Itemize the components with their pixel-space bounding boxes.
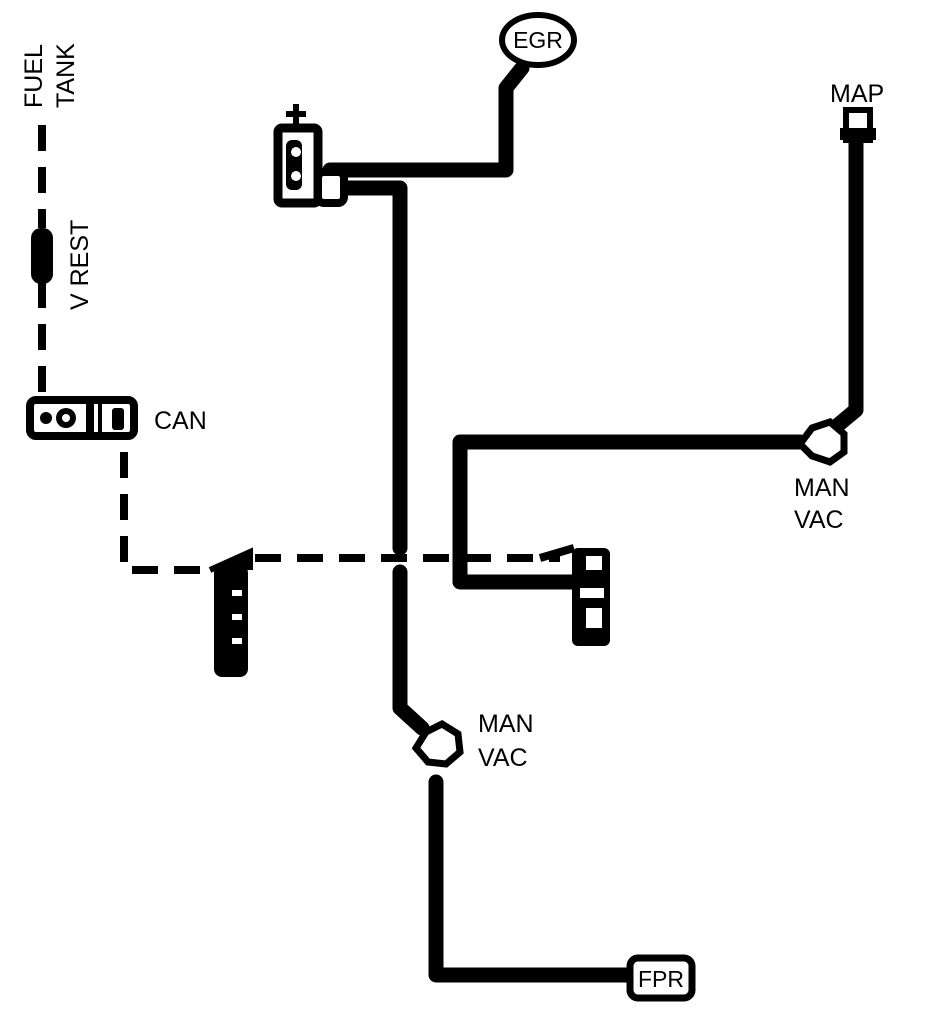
manifold-vacuum-port-lower — [411, 719, 464, 768]
fpr-vacuum-line — [428, 774, 640, 983]
fuel-pressure-regulator: FPR — [626, 954, 696, 1002]
man-vac-right-label-line2: VAC — [794, 506, 844, 534]
fuel-label: FUEL — [20, 44, 48, 108]
canister-purge-line — [120, 452, 255, 574]
man-vac-right-label-line1: MAN — [794, 474, 850, 502]
map-vacuum-line — [830, 132, 864, 433]
main-vertical-line-upper — [330, 180, 408, 556]
v-rest-label: V REST — [66, 220, 94, 310]
man-vac-lower-label-line1: MAN — [478, 710, 534, 738]
fpr-label: FPR — [638, 966, 684, 992]
egr-label: EGR — [513, 27, 563, 53]
map-sensor-connector — [840, 107, 876, 143]
map-label: MAP — [830, 80, 884, 108]
manifold-vacuum-loop — [452, 434, 808, 590]
tank-label: TANK — [52, 43, 80, 108]
main-vertical-line-lower — [392, 564, 430, 736]
vacuum-fitting-right — [538, 544, 610, 646]
purge-fitting-left — [208, 547, 253, 677]
vacuum-tree-upper — [273, 104, 348, 208]
vent-hoses — [38, 125, 560, 574]
egr-vacuum-line — [322, 60, 530, 178]
man-vac-lower-label-line2: VAC — [478, 744, 528, 772]
can-label: CAN — [154, 407, 207, 435]
vacuum-hoses — [322, 60, 864, 983]
egr-valve: EGR — [499, 12, 577, 68]
charcoal-canister — [26, 396, 138, 440]
manifold-vacuum-port-right — [795, 418, 848, 466]
vapor-restrictor — [31, 228, 53, 284]
